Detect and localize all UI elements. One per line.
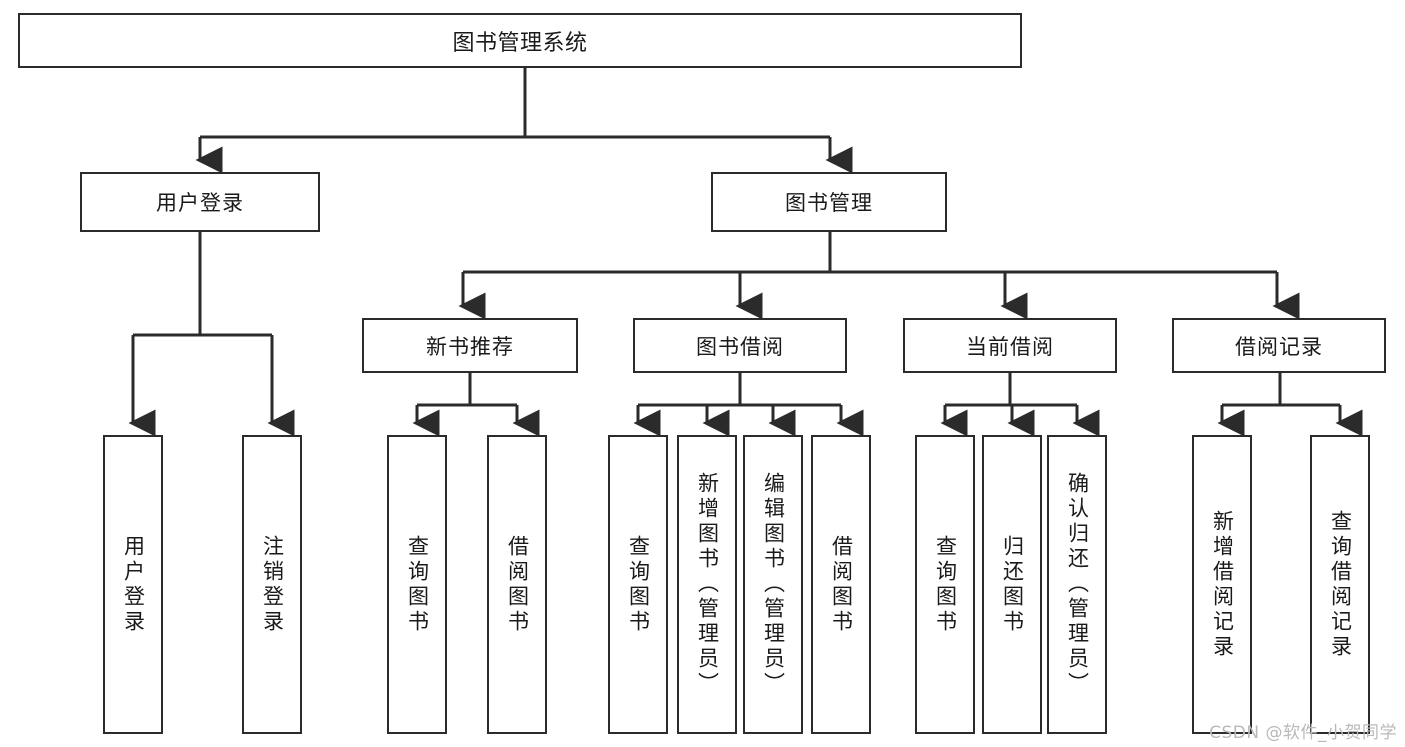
node-label: 查询借阅记录 (1328, 509, 1353, 660)
node-new-book-recommend[interactable]: 新书推荐 (362, 318, 578, 373)
node-label: 查询图书 (405, 534, 430, 635)
leaf-confirm-return-admin[interactable]: 确认归还（管理员） (1047, 435, 1107, 734)
node-label: 用户登录 (121, 534, 146, 635)
node-label: 新增借阅记录 (1210, 509, 1235, 660)
leaf-add-book-admin[interactable]: 新增图书（管理员） (677, 435, 737, 734)
leaf-query-book-current[interactable]: 查询图书 (915, 435, 975, 734)
node-label: 新书推荐 (426, 334, 514, 359)
node-borrow-record[interactable]: 借阅记录 (1172, 318, 1386, 373)
leaf-query-book-borrow[interactable]: 查询图书 (608, 435, 668, 734)
node-label: 归还图书 (1000, 534, 1025, 635)
leaf-return-book[interactable]: 归还图书 (982, 435, 1042, 734)
node-label: 新增图书（管理员） (695, 472, 720, 697)
node-label: 确认归还（管理员） (1065, 472, 1090, 697)
node-label: 图书管理系统 (452, 30, 588, 56)
node-user-login[interactable]: 用户登录 (80, 172, 320, 232)
node-book-borrow[interactable]: 图书借阅 (633, 318, 847, 373)
leaf-borrow-book[interactable]: 借阅图书 (811, 435, 871, 734)
leaf-query-book-recommend[interactable]: 查询图书 (387, 435, 447, 734)
leaf-borrow-book-recommend[interactable]: 借阅图书 (487, 435, 547, 734)
leaf-query-borrow-record[interactable]: 查询借阅记录 (1310, 435, 1370, 734)
leaf-user-login[interactable]: 用户登录 (103, 435, 163, 734)
node-label: 借阅图书 (829, 534, 854, 635)
node-current-borrow[interactable]: 当前借阅 (903, 318, 1117, 373)
leaf-add-borrow-record[interactable]: 新增借阅记录 (1192, 435, 1252, 734)
node-label: 查询图书 (933, 534, 958, 635)
node-label: 图书管理 (785, 191, 873, 215)
node-label: 注销登录 (260, 534, 285, 635)
node-label: 用户登录 (156, 191, 244, 215)
leaf-logout[interactable]: 注销登录 (242, 435, 302, 734)
node-book-management[interactable]: 图书管理 (711, 172, 947, 232)
node-label: 当前借阅 (966, 334, 1054, 359)
node-root-book-management-system[interactable]: 图书管理系统 (18, 13, 1022, 68)
node-label: 编辑图书（管理员） (761, 472, 786, 697)
node-label: 图书借阅 (696, 334, 784, 359)
leaf-edit-book-admin[interactable]: 编辑图书（管理员） (743, 435, 803, 734)
node-label: 查询图书 (626, 534, 651, 635)
node-label: 借阅记录 (1235, 334, 1323, 359)
node-label: 借阅图书 (505, 534, 530, 635)
